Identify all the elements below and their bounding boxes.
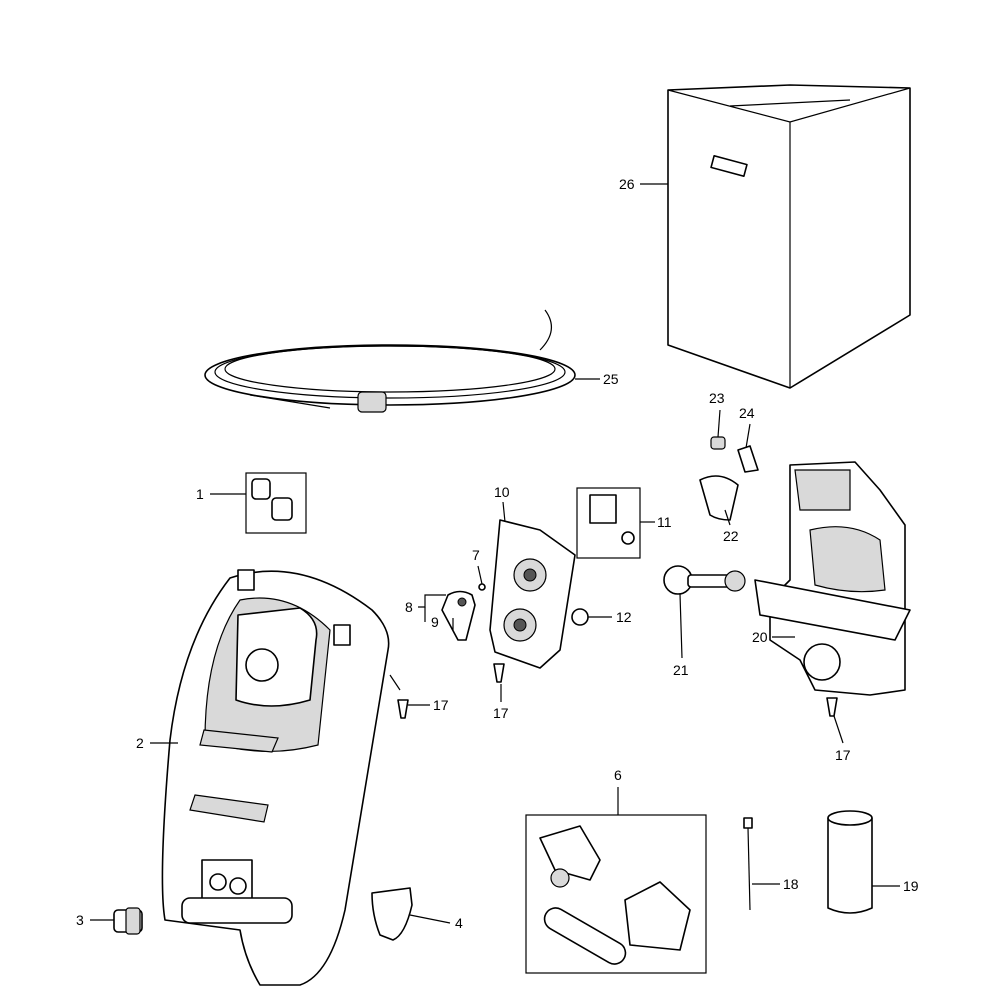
part-4-holder — [371, 887, 413, 941]
part-17-screws — [397, 663, 838, 719]
callout-17-b: 17 — [493, 705, 509, 721]
callout-7: 7 — [472, 547, 480, 563]
part-25-power-cord — [204, 309, 576, 413]
part-20-chassis — [754, 461, 911, 696]
part-22-lever — [699, 475, 739, 521]
callout-11: 11 — [657, 514, 672, 530]
part-21-valve — [663, 565, 746, 595]
callout-26: 26 — [619, 176, 635, 192]
part-10-switch-bracket — [489, 519, 576, 669]
callout-19: 19 — [903, 878, 919, 894]
part-6-kit — [525, 814, 707, 974]
part-1-caps — [245, 472, 307, 534]
part-24-clip — [737, 445, 759, 473]
callout-21: 21 — [673, 662, 689, 678]
callout-2: 2 — [136, 735, 144, 751]
callout-3: 3 — [76, 912, 84, 928]
part-11-switch — [576, 487, 641, 559]
callout-12: 12 — [616, 609, 632, 625]
part-2-housing — [161, 569, 390, 986]
part-18-cable-tie — [743, 817, 753, 911]
callout-labels: 26 25 23 24 1 10 11 7 22 8 9 12 21 20 17… — [76, 176, 919, 931]
callout-6: 6 — [614, 767, 622, 783]
part-8-knob — [441, 583, 486, 641]
part-3-coupling — [113, 907, 143, 935]
callout-17-a: 17 — [433, 697, 449, 713]
callout-leaders — [90, 183, 900, 924]
callout-23: 23 — [709, 390, 725, 406]
callout-22: 22 — [723, 528, 739, 544]
part-12-nut — [571, 608, 589, 626]
callout-20: 20 — [752, 629, 768, 645]
callout-25: 25 — [603, 371, 619, 387]
part-23-clip — [710, 436, 726, 450]
callout-8: 8 — [405, 599, 413, 615]
part-26-carton-box — [667, 84, 911, 389]
callout-1: 1 — [196, 486, 204, 502]
callout-4: 4 — [455, 915, 463, 931]
callout-10: 10 — [494, 484, 510, 500]
part-19-cylinder — [827, 810, 873, 914]
callout-18: 18 — [783, 876, 799, 892]
callout-9: 9 — [431, 614, 439, 630]
callout-24: 24 — [739, 405, 755, 421]
callout-17-c: 17 — [835, 747, 851, 763]
